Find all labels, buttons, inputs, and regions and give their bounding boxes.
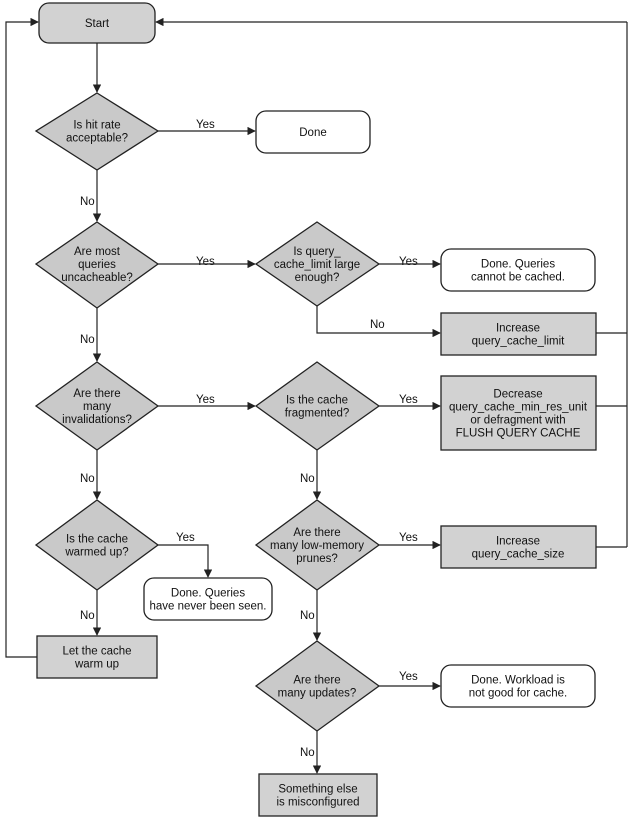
node-text-line: cannot be cached.: [471, 272, 565, 284]
node-text-line: Done: [299, 127, 327, 139]
node-text-line: query_cache_min_res_unit: [449, 402, 588, 414]
node-text-line: many updates?: [278, 688, 357, 700]
label-updates-no: No: [300, 747, 315, 759]
node-text-line: Are most: [74, 246, 121, 258]
label-limit-no: No: [370, 319, 385, 331]
label-uncacheable-no: No: [80, 334, 95, 346]
done-node-text: Done: [299, 127, 327, 139]
node-text-line: Decrease: [493, 389, 542, 401]
label-hitrate-no: No: [80, 196, 95, 208]
decrease-min-res-node: [440, 375, 597, 451]
done-cannot-cache-node: [440, 248, 596, 292]
node-text-line: enough?: [295, 272, 340, 284]
node-text-line: query_cache_size: [472, 549, 565, 561]
decision-hit-rate: [34, 92, 160, 171]
done-never-seen-node: [143, 577, 273, 621]
node-text-line: Is query_: [293, 246, 341, 258]
label-invalidations-no: No: [80, 473, 95, 485]
node-text-line: have never been seen.: [149, 601, 266, 613]
node-text-line: FLUSH QUERY CACHE: [456, 428, 581, 440]
done-workload-node: [440, 664, 596, 708]
node-text-line: uncacheable?: [61, 272, 133, 284]
label-fragmented-no: No: [300, 473, 315, 485]
node-text-line: not good for cache.: [469, 688, 567, 700]
node-text-line: Let the cache: [62, 646, 131, 658]
node-text-line: Start: [85, 18, 110, 30]
label-uncacheable-yes: Yes: [196, 256, 215, 268]
node-text-line: Are there: [73, 388, 120, 400]
increase-limit-node: [440, 312, 597, 356]
node-text-line: Done. Workload is: [471, 675, 565, 687]
edge-limit-no: [316, 306, 441, 338]
label-fragmented-yes: Yes: [399, 394, 418, 406]
node-text-line: Increase: [496, 323, 540, 335]
node-text-line: query_cache_limit: [472, 336, 565, 348]
edge-warmup-loop: [5, 17, 39, 658]
node-text-line: prunes?: [296, 553, 338, 565]
node-text-line: invalidations?: [62, 414, 132, 426]
node-text-line: Is the cache: [286, 395, 348, 407]
node-text-line: is misconfigured: [276, 797, 359, 809]
node-text-line: or defragment with: [470, 415, 565, 427]
node-text-line: Are there: [293, 527, 340, 539]
label-warmed-yes: Yes: [176, 532, 195, 544]
node-text-line: Done. Queries: [171, 588, 245, 600]
node-text-line: Is the cache: [66, 534, 128, 546]
node-text-line: Is hit rate: [73, 120, 120, 132]
node-text-line: cache_limit large: [274, 259, 360, 271]
edge-warmed-yes: [158, 544, 213, 578]
increase-size-node: [440, 525, 597, 569]
node-text-line: Are there: [293, 675, 340, 687]
label-hitrate-yes: Yes: [196, 119, 215, 131]
label-invalidations-yes: Yes: [196, 394, 215, 406]
node-text-line: many: [83, 401, 111, 413]
node-text-line: warmed up?: [64, 547, 128, 559]
label-lowmem-no: No: [300, 610, 315, 622]
label-limit-yes: Yes: [399, 256, 418, 268]
node-text-line: Something else: [278, 784, 357, 796]
done-node: [255, 110, 371, 154]
start-node-text: Start: [85, 18, 110, 30]
node-text-line: queries: [78, 259, 116, 271]
node-text-line: many low-memory: [270, 540, 364, 552]
warm-up-node: [36, 635, 158, 679]
label-lowmem-yes: Yes: [399, 532, 418, 544]
node-text-line: acceptable?: [66, 133, 128, 145]
node-text-line: fragmented?: [285, 408, 350, 420]
node-text-line: Done. Queries: [481, 259, 555, 271]
node-text-line: Increase: [496, 536, 540, 548]
label-updates-yes: Yes: [399, 671, 418, 683]
misconfigured-node: [258, 773, 378, 817]
node-text-line: warm up: [74, 659, 119, 671]
label-warmed-no: No: [80, 610, 95, 622]
